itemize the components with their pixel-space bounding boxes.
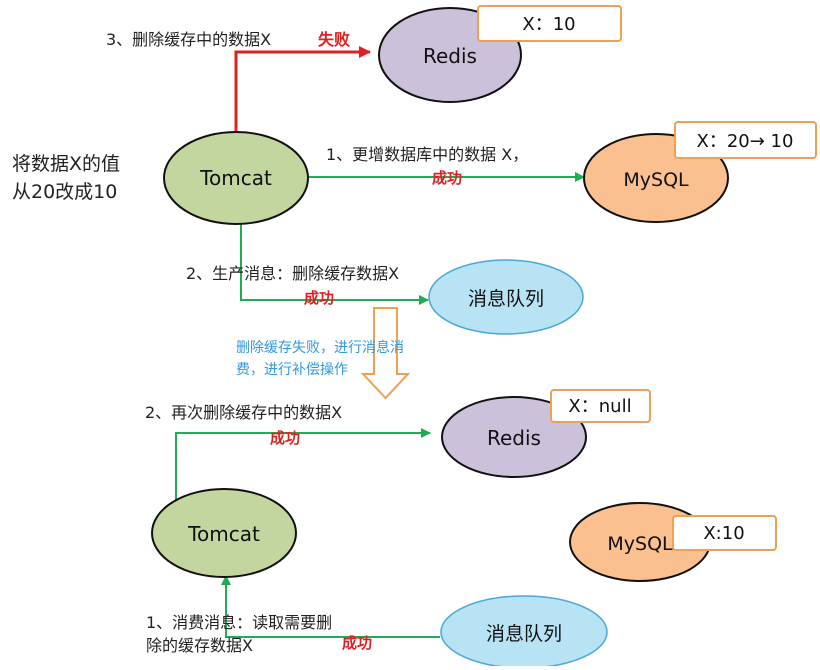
top-step2-status: 成功 [304,289,334,307]
bottom-step2-arrow [175,428,431,502]
top-step3-status: 失败 [318,30,350,49]
bottom-tomcat-node [151,488,297,578]
bottom-redis-value: X：null [568,396,631,417]
top-tomcat-node [163,131,309,225]
transition-note-line1: 删除缓存失败，进行消息消 [236,339,404,356]
bottom-mysql-label: MySQL [607,533,673,555]
bottom-step2-status: 成功 [270,429,300,447]
top-side-note-line2: 从20改成10 [12,181,117,203]
top-redis-label: Redis [423,44,477,68]
top-side-note-line1: 将数据X的值 [12,153,120,175]
top-step3-arrow [234,46,371,132]
top-redis-value-box [477,5,622,42]
bottom-step1-arrow [221,575,440,638]
top-mq-label: 消息队列 [468,288,544,310]
top-mq-node [428,259,584,335]
top-step3-label: 3、删除缓存中的数据X [106,30,271,49]
bottom-step1-label-line2: 除的缓存数据X [146,636,253,655]
top-step2-arrow [240,224,429,305]
top-scenario: 将数据X的值 从20改成10 Tomcat Redis MySQL 消息队列 X… [12,5,817,335]
top-step2-label: 2、生产消息：删除缓存数据X [186,264,399,283]
transition-note-line2: 费，进行补偿操作 [236,362,348,378]
bottom-step1-label-line1: 1、消费消息：读取需要删 [146,613,332,632]
top-tomcat-label: Tomcat [199,166,272,190]
bottom-scenario: Tomcat Redis MySQL 消息队列 X：null X:10 2、再次… [145,389,777,669]
bottom-redis-label: Redis [487,426,541,450]
top-step1-label: 1、更增数据库中的数据 X， [326,145,528,164]
top-mysql-value-box [674,121,817,159]
top-redis-value: X：10 [522,14,575,35]
top-step1-status: 成功 [432,169,462,187]
bottom-step2-label: 2、再次删除缓存中的数据X [145,403,342,422]
bottom-mysql-value: X:10 [703,523,744,544]
bottom-mysql-value-box [672,515,777,551]
bottom-step1-status: 成功 [342,634,372,652]
top-mysql-value: X：20→ 10 [697,131,794,152]
transition: 删除缓存失败，进行消息消 费，进行补偿操作 [236,307,411,400]
down-arrow-icon [360,307,411,400]
bottom-tomcat-label: Tomcat [187,522,260,546]
bottom-redis-value-box [550,389,651,423]
bottom-mq-label: 消息队列 [486,623,562,645]
top-mysql-label: MySQL [623,169,689,191]
